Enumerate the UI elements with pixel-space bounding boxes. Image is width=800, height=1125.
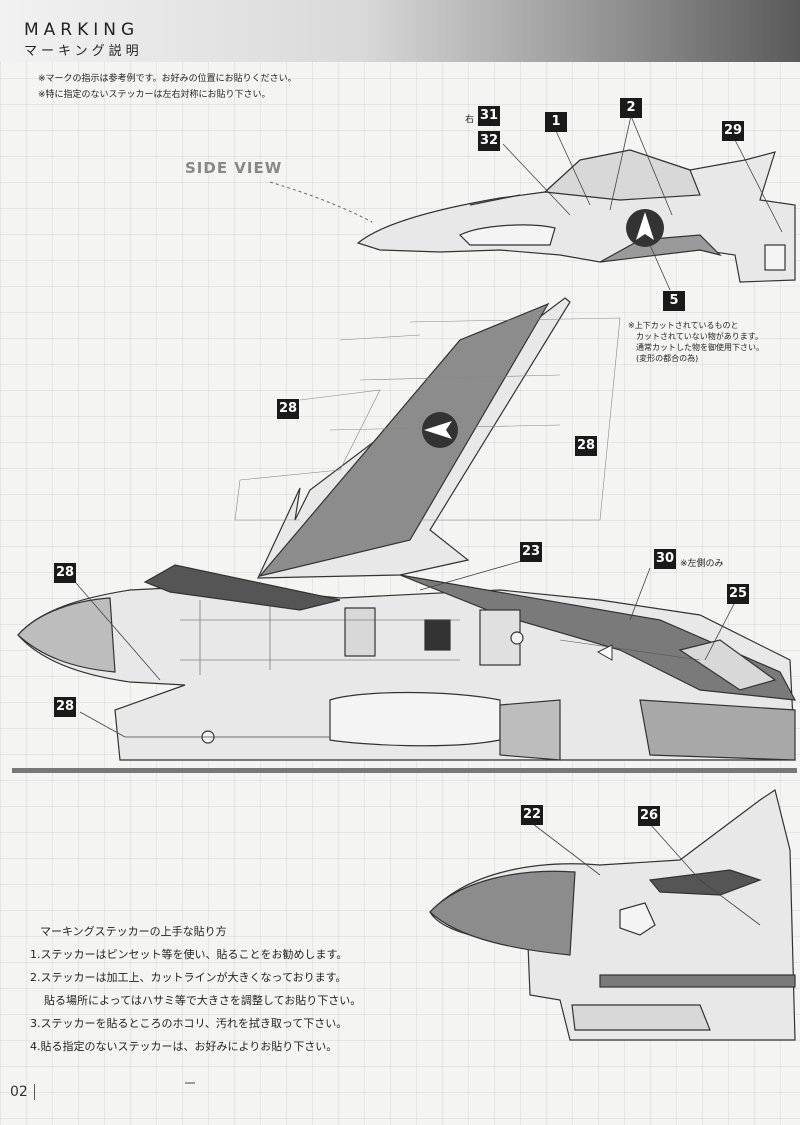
page-number: 02 — [10, 1084, 35, 1100]
instruction-item-1: 1.ステッカーはピンセット等を使い、貼ることをお勧めします。 — [30, 948, 348, 961]
callout-2: 2 — [620, 98, 642, 118]
instructions-heading: マーキングステッカーの上手な貼り方 — [40, 925, 227, 938]
section-divider — [12, 768, 797, 773]
top-view-fuselage — [17, 564, 797, 761]
callout-1: 1 — [545, 112, 567, 132]
note-line-2: ※特に指定のないステッカーは左右対称にお貼り下さい。 — [38, 90, 271, 100]
instruction-item-2: 2.ステッカーは加工上、カットラインが大きくなっております。 — [30, 971, 347, 984]
note-callout-5: ※上下カットされているものと カットされていない物があります。 通常カットした物… — [628, 321, 764, 363]
note-line-1: ※マークの指示は参考例です。お好みの位置にお貼りください。 — [38, 74, 297, 84]
fuselage-insignia — [596, 644, 613, 661]
callout-23: 23 — [520, 542, 542, 562]
instruction-item-3: 3.ステッカーを貼るところのホコリ、汚れを拭き取って下さい。 — [30, 1017, 348, 1030]
callout-28-wing-left: 28 — [277, 399, 299, 419]
callout-28-wing-right: 28 — [575, 436, 597, 456]
callout-22: 22 — [521, 805, 543, 825]
header-band — [0, 0, 800, 62]
fuselage-panel-lines — [180, 600, 701, 675]
side-view-insignia — [626, 209, 664, 247]
callout-31: 31 — [478, 106, 500, 126]
callout-32: 32 — [478, 131, 500, 151]
page-subtitle: マーキング説明 — [24, 44, 143, 59]
instruction-item-2-cont: 貼る場所によってはハサミ等で大きさを調整してお貼り下さい。 — [44, 994, 362, 1007]
bottom-view-aircraft — [429, 789, 796, 1041]
wing-insignia — [422, 412, 458, 448]
callout-28-lower: 28 — [54, 697, 76, 717]
left-only-label: ※左側のみ — [680, 559, 724, 569]
top-view-wing — [257, 297, 571, 579]
side-view-aircraft — [356, 149, 796, 283]
callout-28-nose: 28 — [54, 563, 76, 583]
callout-25: 25 — [727, 584, 749, 604]
side-view-pointer — [269, 181, 373, 223]
callout-26: 26 — [638, 806, 660, 826]
side-view-label: SIDE VIEW — [185, 159, 283, 177]
right-side-label: 右 — [465, 115, 475, 125]
application-instructions: マーキングステッカーの上手な貼り方 1.ステッカーはピンセット等を使い、貼ること… — [30, 920, 361, 1058]
page-title: MARKING — [24, 20, 140, 40]
callout-5: 5 — [663, 291, 685, 311]
instruction-item-4: 4.貼る指定のないステッカーは、お好みによりお貼り下さい。 — [30, 1040, 338, 1053]
callout-29: 29 — [722, 121, 744, 141]
callout-30: 30 — [654, 549, 676, 569]
